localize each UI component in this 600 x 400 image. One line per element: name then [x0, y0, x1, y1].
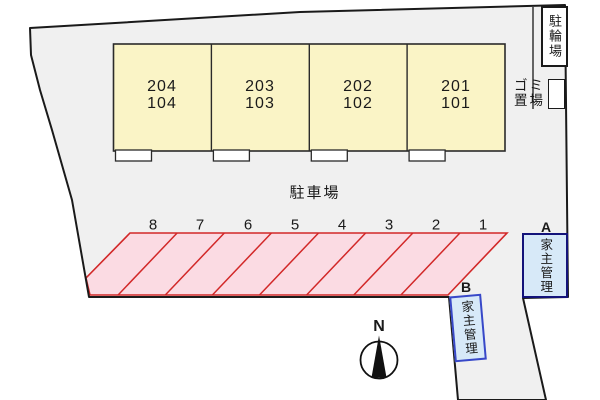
parking-space-divider: [164, 232, 225, 296]
building-unit-label: 203 103: [245, 78, 275, 112]
garbage-label-line2: 置場: [514, 93, 545, 108]
parking-space-number: 2: [431, 216, 441, 234]
parking-space-number: 1: [478, 216, 488, 234]
owner-managed-label-a: 家主管理: [538, 237, 553, 294]
entrance-porch: [212, 149, 251, 162]
parking-space-divider: [400, 232, 461, 296]
parking-space-divider: [306, 232, 367, 296]
unit-number-lower: 101: [441, 95, 471, 112]
parking-space-number: 6: [243, 216, 253, 234]
building-unit-label: 204 104: [147, 78, 177, 112]
building-unit-label: 202 102: [343, 78, 373, 112]
zone-a-letter: A: [540, 219, 552, 235]
entrance-porch: [310, 149, 348, 162]
parking-area: [85, 232, 509, 296]
zone-b-letter: B: [460, 279, 472, 295]
parking-space-divider: [211, 232, 272, 296]
entrance-porch: [408, 149, 446, 162]
unit-number-upper: 204: [147, 78, 177, 95]
entrance-porch: [114, 149, 153, 162]
parking-space-divider: [353, 232, 414, 296]
owner-managed-box-a: 家主管理: [522, 233, 568, 298]
parking-lot-label: 駐車場: [289, 184, 341, 202]
parking-space-number: 4: [337, 216, 347, 234]
unit-number-upper: 202: [343, 78, 373, 95]
unit-number-upper: 201: [441, 78, 471, 95]
compass-needle-icon: [371, 335, 387, 378]
parking-space-divider: [258, 232, 320, 296]
owner-managed-label-b: 家主管理: [458, 299, 478, 357]
garbage-area-label: ゴミ 置場: [514, 78, 545, 108]
unit-number-lower: 103: [245, 95, 275, 112]
building-unit-label: 201 101: [441, 78, 471, 112]
bicycle-parking-label: 駐輪場: [547, 14, 562, 59]
parking-space-divider: [117, 232, 178, 296]
north-label: N: [373, 318, 385, 335]
parking-space-number: 8: [148, 216, 158, 234]
owner-managed-box-b: 家主管理: [449, 293, 487, 363]
parking-space-number: 3: [384, 216, 394, 234]
garbage-area-box: [548, 79, 565, 109]
unit-number-lower: 102: [343, 95, 373, 112]
parking-space-number: 7: [195, 216, 205, 234]
parking-space-number: 5: [290, 216, 300, 234]
garbage-label-line1: ゴミ: [514, 78, 545, 93]
bicycle-parking-box: 駐輪場: [541, 6, 568, 67]
unit-number-upper: 203: [245, 78, 275, 95]
unit-number-lower: 104: [147, 95, 177, 112]
